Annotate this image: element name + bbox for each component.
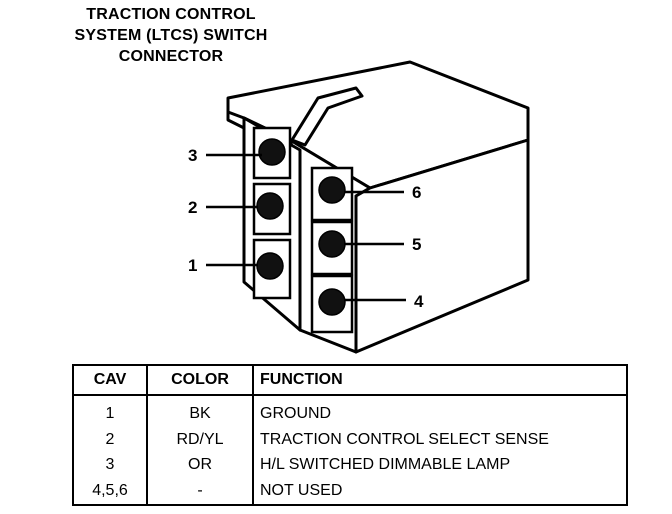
callout-6: 6: [412, 183, 421, 202]
cell-cav: 4,5,6: [74, 478, 148, 504]
cell-color: BK: [147, 395, 254, 428]
table-row: 1 BK GROUND: [74, 395, 626, 428]
callout-1: 1: [188, 256, 197, 275]
callout-5: 5: [412, 235, 421, 254]
cell-color: RD/YL: [147, 427, 254, 454]
pin-1: [256, 252, 284, 280]
pin-6: [318, 176, 346, 204]
title-line-3: CONNECTOR: [118, 48, 224, 65]
table-header-row: CAV COLOR FUNCTION: [74, 366, 626, 396]
table-row: 3 OR H/L SWITCHED DIMMABLE LAMP: [74, 453, 626, 479]
cell-color: -: [147, 478, 254, 504]
cell-color: OR: [147, 453, 254, 479]
pin-3: [258, 138, 286, 166]
callout-3: 3: [188, 146, 197, 165]
cell-cav: 2: [74, 427, 148, 454]
cell-function: H/L SWITCHED DIMMABLE LAMP: [260, 456, 511, 474]
connector-illustration: 3 2 1 6 5 4: [188, 60, 530, 354]
latch-tab: [290, 86, 364, 147]
table-row: 4,5,6 - NOT USED: [74, 478, 626, 504]
table-row: 2 RD/YL TRACTION CONTROL SELECT SENSE: [74, 427, 626, 454]
callout-2: 2: [188, 198, 197, 217]
header-function: FUNCTION: [253, 366, 626, 396]
title-line-2: SYSTEM (LTCS) SWITCH: [74, 27, 268, 44]
diagram-title: TRACTION CONTROL SYSTEM (LTCS) SWITCH CO…: [40, 4, 302, 67]
pin-4: [318, 288, 346, 316]
callout-4: 4: [414, 292, 424, 311]
pinout-table: CAV COLOR FUNCTION 1 BK GROUND 2 RD/YL T…: [72, 364, 628, 506]
cell-function: NOT USED: [260, 481, 343, 499]
cell-function: TRACTION CONTROL SELECT SENSE: [260, 430, 549, 448]
header-color: COLOR: [147, 366, 254, 396]
title-line-1: TRACTION CONTROL: [86, 6, 256, 23]
pin-5: [318, 230, 346, 258]
cell-function: GROUND: [260, 405, 332, 422]
cell-cav: 3: [74, 453, 148, 479]
pin-2: [256, 192, 284, 220]
header-cav: CAV: [74, 366, 148, 396]
cell-cav: 1: [74, 395, 148, 428]
